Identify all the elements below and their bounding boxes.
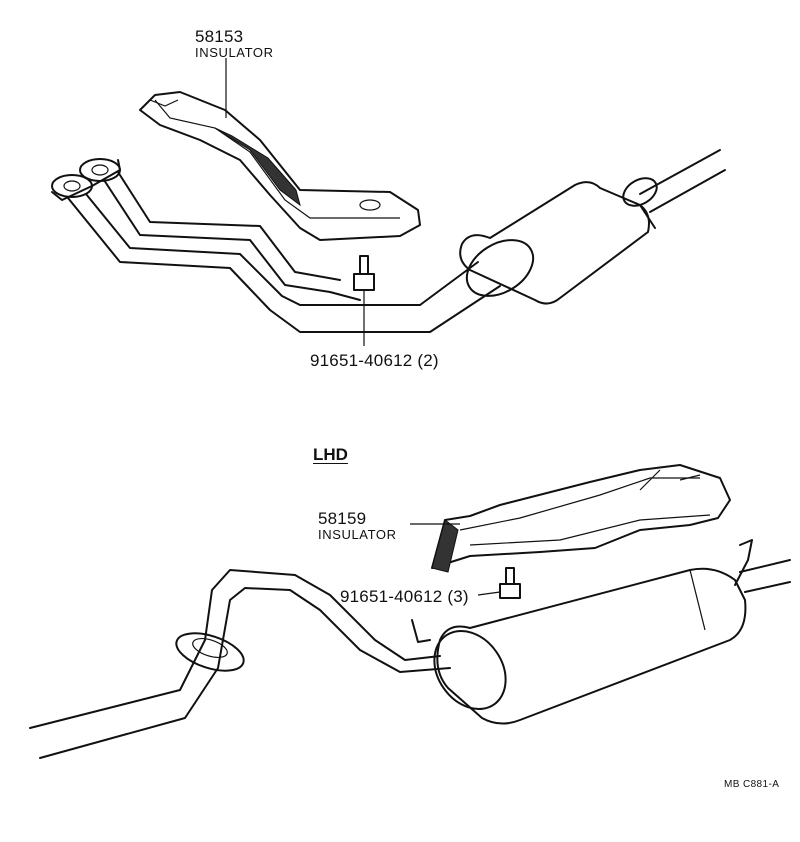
drawing-code: MB C881-A (724, 779, 780, 790)
upper-insulator-name: INSULATOR (195, 45, 274, 60)
upper-insulator-part-number: 58153 (195, 27, 244, 46)
upper-muffler (459, 149, 726, 305)
lower-insulator-part-number: 58159 (318, 509, 367, 528)
lower-exhaust-pipe (29, 569, 451, 759)
lhd-section-title: LHD (313, 445, 348, 464)
lower-muffler (411, 539, 791, 725)
lower-insulator-name: INSULATOR (318, 527, 397, 542)
upper-insulator-58153 (139, 91, 421, 241)
lower-bolt-label: 91651-40612 (3) (340, 587, 469, 606)
lower-insulator-58159 (431, 464, 731, 573)
lower-bolt (477, 567, 521, 599)
upper-bolt (353, 255, 375, 346)
upper-bolt-label: 91651-40612 (2) (310, 351, 439, 370)
